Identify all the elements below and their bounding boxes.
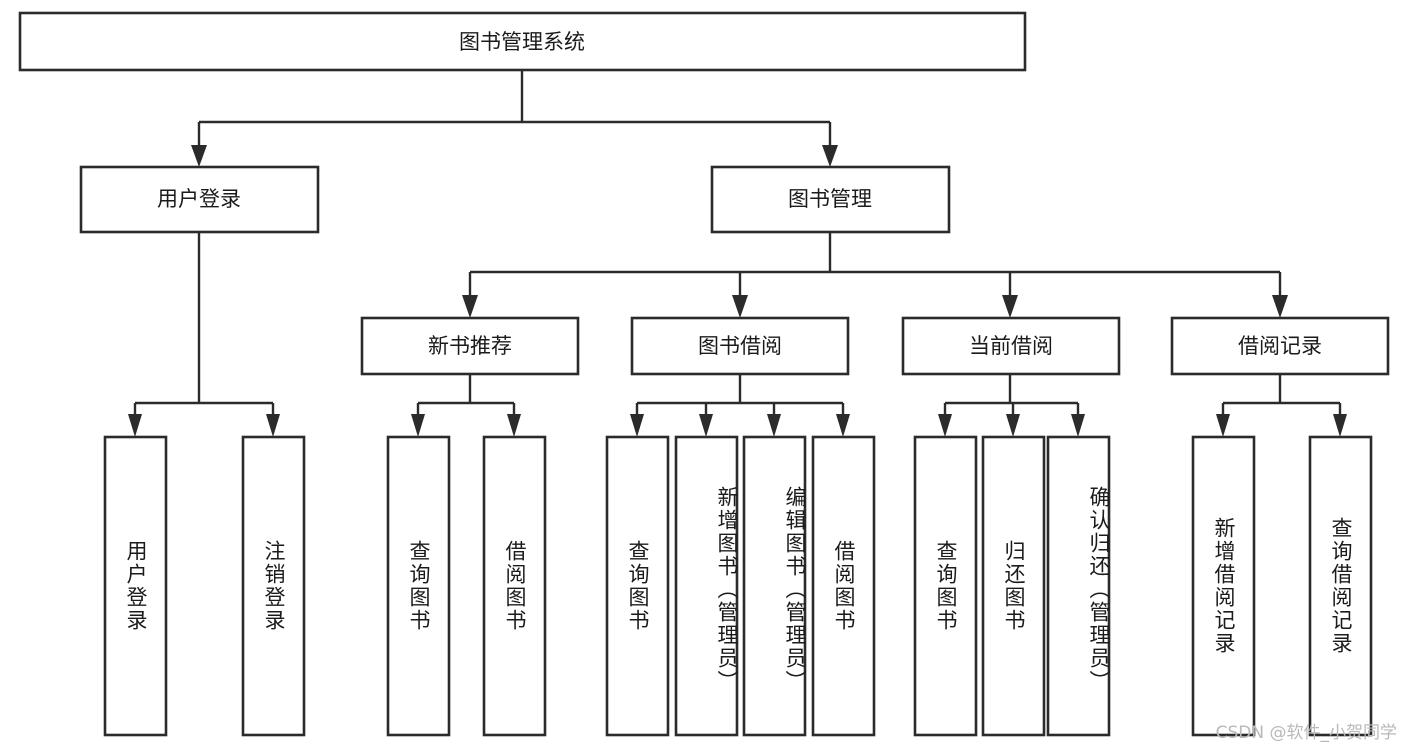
arrow-head-book-borrow xyxy=(732,295,748,318)
node-borrow-record-label: 借阅记录 xyxy=(1238,334,1322,358)
arrow-head-leaf-return-book xyxy=(1006,414,1020,437)
node-root-box[interactable] xyxy=(18,11,1027,72)
arrow-head-book-mgmt xyxy=(822,145,838,167)
node-book-borrow-box[interactable] xyxy=(630,316,850,376)
node-leaf-add-record-box[interactable] xyxy=(1191,435,1256,737)
arrow-head-leaf-borrow-book-2 xyxy=(836,414,850,437)
node-new-book-recommend-label: 新书推荐 xyxy=(428,334,512,358)
arrow-head-leaf-query-book-1 xyxy=(411,414,425,437)
arrow-head-leaf-add-book xyxy=(699,414,713,437)
node-leaf-return-book-box[interactable] xyxy=(981,435,1046,737)
arrow-head-leaf-query-book-2 xyxy=(630,414,644,437)
node-leaf-query-book-2-box[interactable] xyxy=(605,435,670,737)
node-leaf-query-book-1-box[interactable] xyxy=(386,435,451,737)
node-root-label: 图书管理系统 xyxy=(459,30,585,54)
arrow-head-new-book-rec xyxy=(462,295,478,318)
node-leaf-borrow-book-1-box[interactable] xyxy=(482,435,547,737)
arrow-head-leaf-edit-book xyxy=(767,414,781,437)
arrow-head-borrow-record xyxy=(1272,295,1288,318)
connector-layer xyxy=(128,70,1347,437)
arrow-head-leaf-borrow-book-1 xyxy=(507,414,521,437)
node-leaf-edit-book-box[interactable] xyxy=(742,435,807,737)
arrow-head-current-borrow xyxy=(1002,295,1018,318)
node-book-management-box[interactable] xyxy=(710,165,951,234)
node-leaf-query-book-3-box[interactable] xyxy=(913,435,978,737)
node-leaf-query-record-box[interactable] xyxy=(1308,435,1373,737)
node-user-login-box[interactable] xyxy=(79,165,320,234)
arrow-head-leaf-confirm-return xyxy=(1071,414,1085,437)
node-book-management-label: 图书管理 xyxy=(788,187,872,211)
watermark-text: CSDN @软件_小贺同学 xyxy=(1215,723,1397,743)
node-leaf-add-book-box[interactable] xyxy=(674,435,739,737)
arrow-head-leaf-user-login xyxy=(128,414,142,437)
node-leaf-borrow-book-2-box[interactable] xyxy=(811,435,876,737)
arrow-head-leaf-query-book-3 xyxy=(938,414,952,437)
arrow-head-leaf-logout xyxy=(266,414,280,437)
node-leaf-logout-box[interactable] xyxy=(241,435,306,737)
node-current-borrow-label: 当前借阅 xyxy=(969,334,1053,358)
node-layer: 图书管理系统 用户登录 图书管理 新书推荐 图书借阅 当前借阅 借阅记录 xyxy=(18,11,1390,737)
arrow-head-leaf-add-record xyxy=(1216,414,1230,437)
node-user-login-label: 用户登录 xyxy=(157,187,241,211)
node-borrow-record-box[interactable] xyxy=(1170,316,1390,376)
node-leaf-confirm-return-box[interactable] xyxy=(1046,435,1111,737)
node-book-borrow-label: 图书借阅 xyxy=(698,334,782,358)
node-current-borrow-box[interactable] xyxy=(901,316,1121,376)
node-leaf-user-login-box[interactable] xyxy=(103,435,168,737)
arrow-head-user-login xyxy=(191,145,207,167)
arrow-head-leaf-query-record xyxy=(1333,414,1347,437)
node-new-book-recommend-box[interactable] xyxy=(360,316,580,376)
